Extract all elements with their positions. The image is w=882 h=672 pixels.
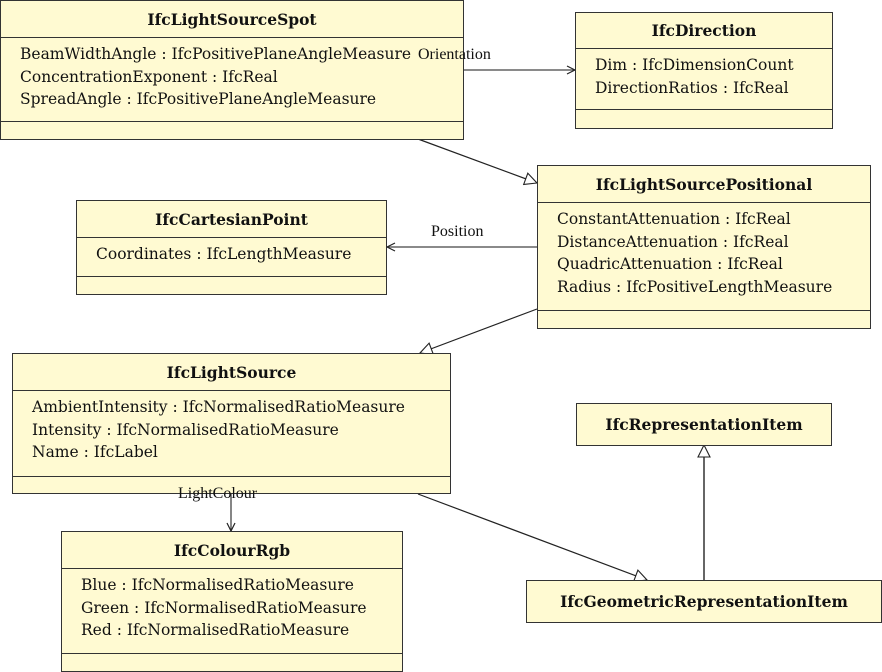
class-name: IfcDirection bbox=[576, 13, 832, 49]
attribute: DirectionRatios : IfcReal bbox=[595, 78, 789, 97]
generalization-positional-lightsource bbox=[420, 308, 538, 353]
attribute: Dim : IfcDimensionCount bbox=[595, 56, 794, 74]
generalization-spot-positional bbox=[417, 138, 537, 183]
attribute: Coordinates : IfcLengthMeasure bbox=[96, 245, 352, 263]
class-name: IfcCartesianPoint bbox=[77, 201, 386, 238]
class-name: IfcColourRgb bbox=[62, 532, 402, 569]
attribute: ConcentrationExponent : IfcReal bbox=[20, 67, 278, 86]
class-box-repitem[interactable]: IfcRepresentationItem bbox=[576, 403, 832, 446]
class-name: IfcLightSourcePositional bbox=[538, 166, 870, 203]
class-name: IfcLightSourceSpot bbox=[1, 1, 463, 38]
class-name: IfcGeometricRepresentationItem bbox=[560, 592, 848, 611]
attribute: SpreadAngle : IfcPositivePlaneAngleMeasu… bbox=[20, 90, 377, 108]
class-box-geomitem[interactable]: IfcGeometricRepresentationItem bbox=[526, 580, 882, 623]
attribute: ConstantAttenuation : IfcReal bbox=[557, 210, 791, 228]
label-lightcolour: LightColour bbox=[178, 485, 258, 502]
attribute: AmbientIntensity : IfcNormalisedRatioMea… bbox=[32, 398, 405, 416]
attribute: DistanceAttenuation : IfcReal bbox=[557, 232, 789, 251]
attribute: Blue : IfcNormalisedRatioMeasure bbox=[81, 576, 354, 594]
label-position: Position bbox=[431, 223, 484, 240]
attribute-list: AmbientIntensity : IfcNormalisedRatioMea… bbox=[13, 391, 450, 477]
attribute: BeamWidthAngle : IfcPositivePlaneAngleMe… bbox=[20, 45, 412, 63]
attribute-list: BeamWidthAngle : IfcPositivePlaneAngleMe… bbox=[1, 38, 463, 122]
attribute: Red : IfcNormalisedRatioMeasure bbox=[81, 621, 350, 639]
attribute: Intensity : IfcNormalisedRatioMeasure bbox=[32, 420, 339, 439]
generalization-lightsource-geomitem bbox=[417, 493, 647, 580]
attribute: Green : IfcNormalisedRatioMeasure bbox=[81, 598, 367, 617]
attribute-list: Coordinates : IfcLengthMeasure bbox=[77, 238, 386, 277]
label-orientation: Orientation bbox=[418, 46, 491, 63]
attribute: Radius : IfcPositiveLengthMeasure bbox=[557, 277, 833, 296]
class-name: IfcLightSource bbox=[13, 354, 450, 391]
attribute: QuadricAttenuation : IfcReal bbox=[557, 255, 783, 273]
class-name: IfcRepresentationItem bbox=[605, 415, 803, 434]
attribute: Name : IfcLabel bbox=[32, 443, 158, 461]
